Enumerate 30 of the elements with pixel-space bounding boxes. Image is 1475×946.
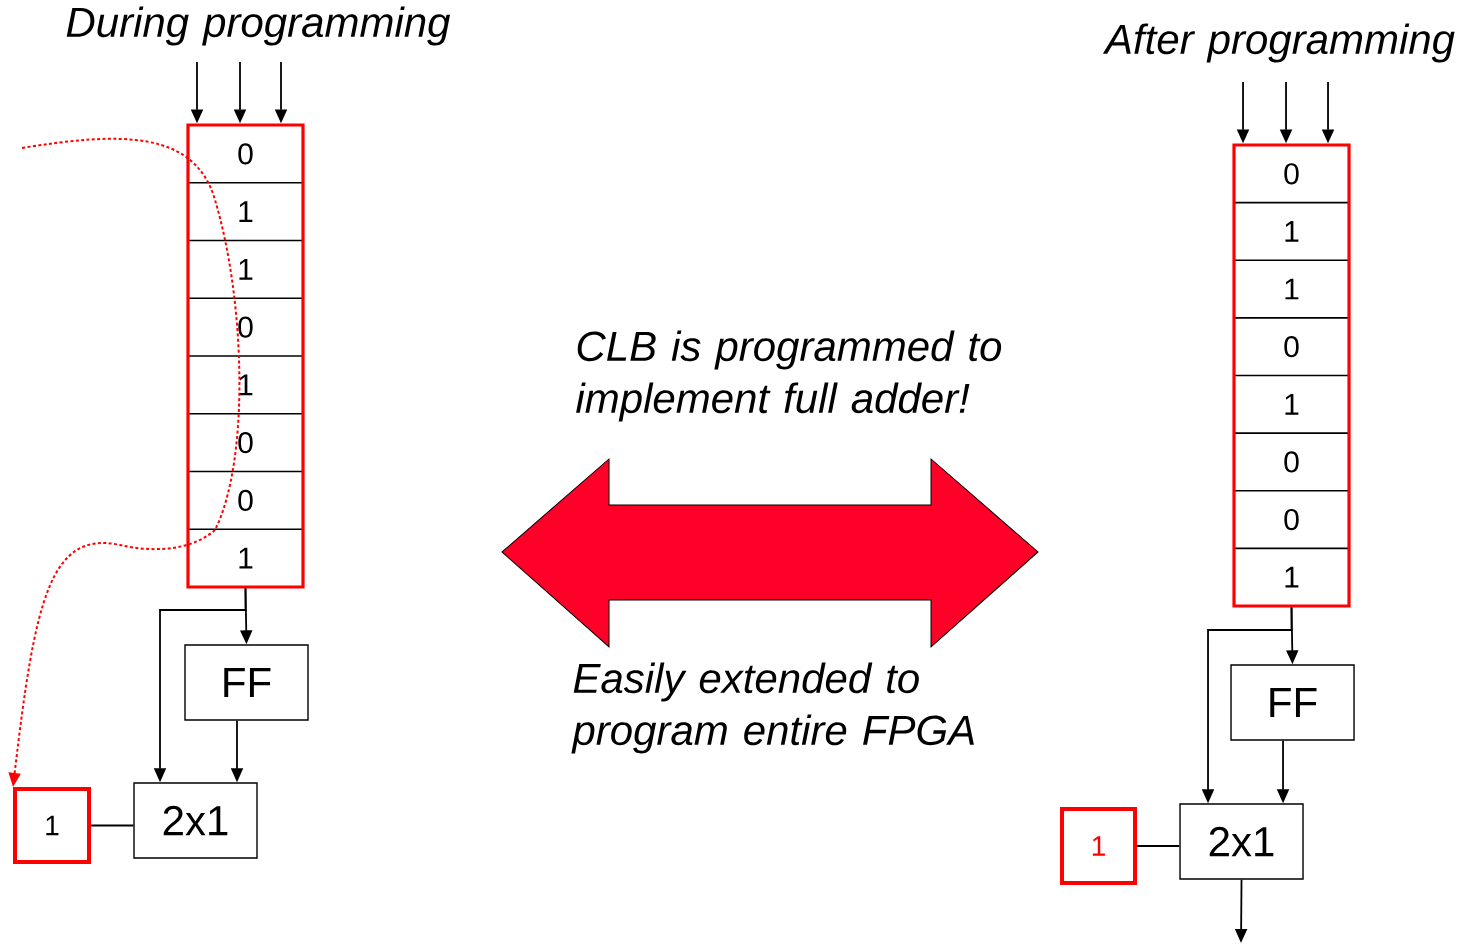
bit-cell: 0 — [238, 143, 253, 165]
mux-box: 2x1 — [133, 782, 258, 859]
bit-cell: 1 — [239, 374, 253, 396]
input-box: 1 — [1060, 807, 1137, 885]
mux-box: 2x1 — [1179, 803, 1304, 880]
bit-cell: 1 — [1285, 221, 1299, 242]
bit-cell: 0 — [1284, 336, 1299, 358]
input-box: 1 — [13, 787, 91, 864]
bit-cell: 0 — [238, 489, 253, 511]
bit-cell: 0 — [238, 432, 253, 454]
panel-title: After programming — [1102, 23, 1455, 63]
note-text: Easily extended to program entire FPGA — [571, 662, 974, 754]
register-box — [1232, 143, 1351, 608]
wire — [90, 824, 135, 827]
bit-cell: 1 — [239, 259, 253, 280]
register-box — [186, 123, 305, 589]
bit-cell: 1 — [1285, 394, 1299, 415]
bit-cell: 0 — [1284, 451, 1299, 473]
note-text: CLB is programmed to implement full adder! — [576, 330, 1002, 422]
bit-cell: 1 — [239, 201, 253, 222]
bit-cell: 0 — [1284, 508, 1299, 531]
bit-cell: 0 — [238, 316, 253, 338]
panel-title: During programming — [66, 6, 451, 46]
bit-cell: 0 — [1284, 163, 1299, 185]
bit-cell: 1 — [1285, 566, 1299, 588]
flip-flop-box: FF — [1230, 664, 1355, 741]
bit-cell: 1 — [1285, 278, 1299, 300]
flip-flop-box: FF — [184, 644, 309, 721]
wire — [1136, 845, 1181, 847]
bit-cell: 1 — [239, 547, 253, 569]
